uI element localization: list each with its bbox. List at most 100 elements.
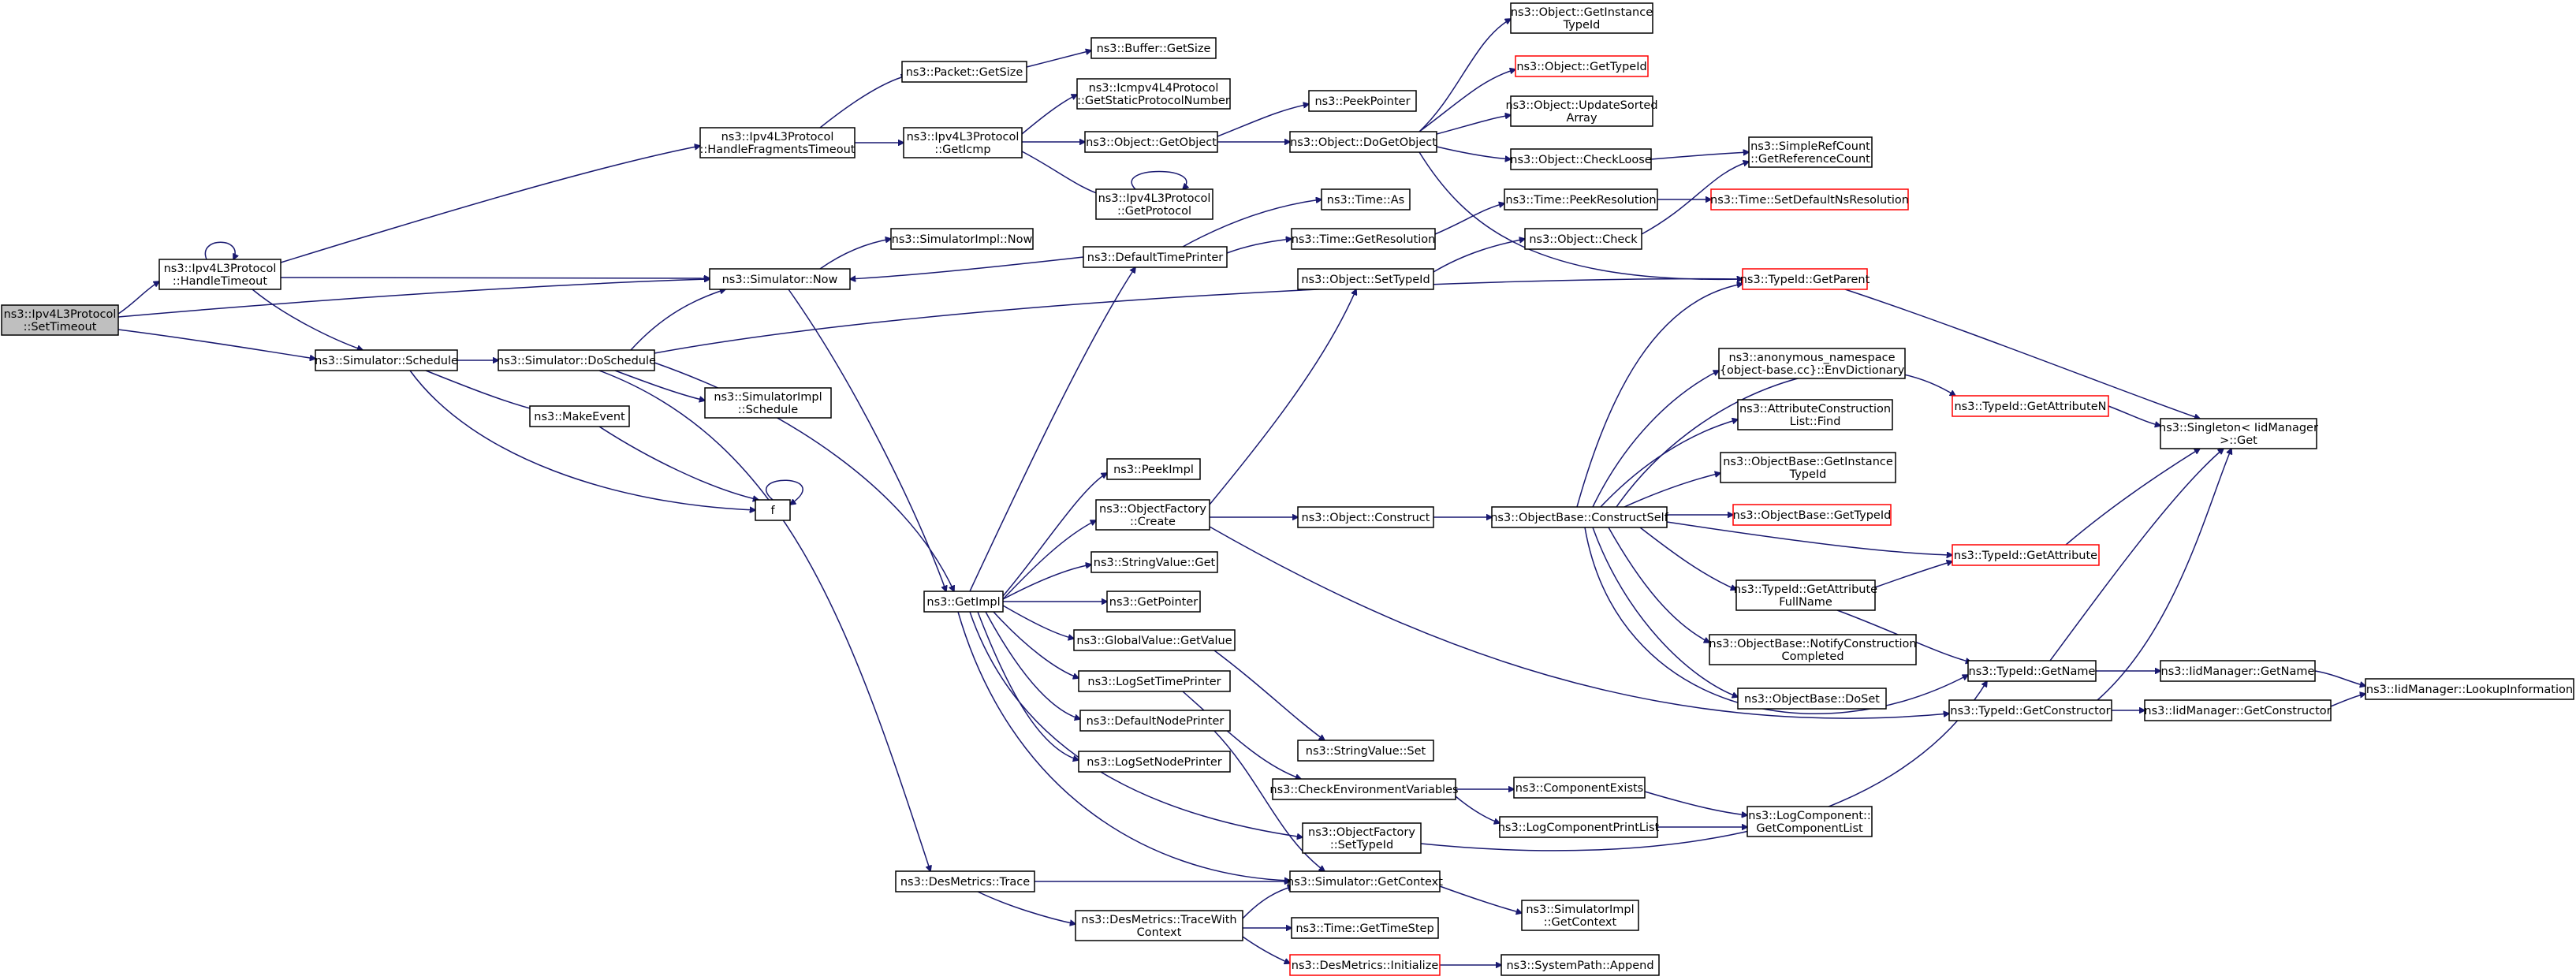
edge-arrow	[1641, 162, 1749, 235]
node-box	[1084, 131, 1218, 153]
node-componentExists[interactable]: ns3::ComponentExists	[1513, 777, 1646, 799]
node-checkLoose[interactable]: ns3::Object::CheckLoose	[1510, 148, 1652, 170]
node-label: ns3::Time::PeekResolution	[1505, 194, 1656, 207]
edge-arrow	[117, 281, 159, 315]
node-defaultNodePrinter[interactable]: ns3::DefaultNodePrinter	[1079, 710, 1231, 732]
node-objGetObject[interactable]: ns3::Object::GetObject	[1084, 131, 1218, 153]
node-objFactorySetTypeId[interactable]: ns3::ObjectFactory::SetTypeId	[1302, 822, 1422, 854]
node-logComponentPrintList[interactable]: ns3::LogComponentPrintList	[1498, 816, 1660, 838]
node-box	[1737, 399, 1893, 430]
edge-checkLoose-to-getRefCount	[1650, 152, 1749, 160]
node-label: ns3::GetImpl	[926, 596, 1000, 609]
node-setDefaultNsRes[interactable]: ns3::Time::SetDefaultNsResolution	[1710, 188, 1909, 211]
node-objCheck[interactable]: ns3::Object::Check	[1524, 228, 1642, 250]
node-getPointer[interactable]: ns3::GetPointer	[1106, 591, 1201, 613]
node-label: ns3::anonymous_namespace	[1728, 352, 1895, 364]
node-typeIdGetParent[interactable]: ns3::TypeId::GetParent	[1740, 268, 1870, 290]
edge-arrow	[977, 611, 1079, 760]
node-label: ns3::Ipv4L3Protocol	[907, 131, 1020, 143]
node-setTypeId[interactable]: ns3::Object::SetTypeId	[1297, 268, 1434, 290]
node-makeEvent[interactable]: ns3::MakeEvent	[529, 405, 630, 427]
node-box	[1952, 544, 2100, 566]
node-getProtocol[interactable]: ns3::Ipv4L3Protocol::GetProtocol	[1095, 188, 1213, 220]
edge-getImpl-to-objFactoryCreate	[1002, 520, 1096, 600]
node-typeIdGetName[interactable]: ns3::TypeId::GetName	[1967, 660, 2097, 682]
node-simNow[interactable]: ns3::Simulator::Now	[709, 268, 851, 290]
node-obGetTypeId[interactable]: ns3::ObjectBase::GetTypeId	[1732, 504, 1892, 526]
node-getTimeStep[interactable]: ns3::Time::GetTimeStep	[1291, 917, 1439, 939]
node-bufferGetSize[interactable]: ns3::Buffer::GetSize	[1090, 37, 1217, 59]
node-box	[1967, 660, 2097, 682]
node-getImpl[interactable]: ns3::GetImpl	[923, 591, 1004, 613]
node-label: ns3::Icmpv4L4Protocol	[1089, 82, 1219, 95]
edge-arrow	[1624, 473, 1720, 508]
node-typeIdGetConstructor[interactable]: ns3::TypeId::GetConstructor	[1948, 699, 2112, 721]
node-simSchedule[interactable]: ns3::Simulator::Schedule	[315, 349, 458, 371]
node-desMetricsInit[interactable]: ns3::DesMetrics::Initialize	[1289, 954, 1441, 976]
node-simImplGetContext[interactable]: ns3::SimulatorImpl::GetContext	[1521, 900, 1639, 931]
node-doGetObject[interactable]: ns3::Object::DoGetObject	[1289, 131, 1437, 153]
node-objGetTypeId[interactable]: ns3::Object::GetTypeId	[1515, 55, 1649, 77]
node-simDoSchedule[interactable]: ns3::Simulator::DoSchedule	[497, 349, 656, 371]
node-stringValueSet[interactable]: ns3::StringValue::Set	[1297, 740, 1434, 762]
edge-arrow	[1434, 203, 1504, 235]
node-peekResolution[interactable]: ns3::Time::PeekResolution	[1504, 188, 1658, 211]
node-envDictionary[interactable]: ns3::anonymous_namespace{object-base.cc}…	[1718, 348, 1906, 379]
node-box	[315, 349, 458, 371]
node-iidGetConstructor[interactable]: ns3::IidManager::GetConstructor	[2144, 699, 2332, 721]
node-checkEnvVars[interactable]: ns3::CheckEnvironmentVariables	[1269, 778, 1459, 800]
node-peekImpl[interactable]: ns3::PeekImpl	[1106, 458, 1201, 480]
node-box	[1073, 629, 1236, 651]
node-label: ns3::DesMetrics::TraceWith	[1081, 914, 1236, 926]
node-systemPathAppend[interactable]: ns3::SystemPath::Append	[1500, 954, 1660, 976]
node-stringValueGet[interactable]: ns3::StringValue::Get	[1090, 551, 1218, 573]
node-simGetContext[interactable]: ns3::Simulator::GetContext	[1287, 870, 1443, 892]
node-objConstruct[interactable]: ns3::Object::Construct	[1297, 506, 1434, 528]
node-obDoSet[interactable]: ns3::ObjectBase::DoSet	[1737, 687, 1887, 710]
node-handleFragTimeout[interactable]: ns3::Ipv4L3Protocol::HandleFragmentsTime…	[699, 127, 856, 158]
edge-arrow	[850, 256, 1084, 279]
node-constructSelf[interactable]: ns3::ObjectBase::ConstructSelf	[1490, 506, 1669, 528]
node-timeAs[interactable]: ns3::Time::As	[1321, 188, 1411, 211]
node-singletonGet[interactable]: ns3::Singleton< IidManager>::Get	[2159, 418, 2318, 449]
node-handleTimeout[interactable]: ns3::Ipv4L3Protocol::HandleTimeout	[158, 259, 281, 290]
node-label: ns3::Object::GetInstance	[1511, 6, 1653, 19]
edge-iidGetName-to-lookupInfo	[2314, 670, 2365, 686]
node-simImplSchedule[interactable]: ns3::SimulatorImpl::Schedule	[704, 387, 832, 419]
edge-setTimeout-to-simNow	[117, 279, 710, 318]
node-getComponentList[interactable]: ns3::LogComponent::GetComponentList	[1747, 806, 1873, 837]
node-icmpProtoNum[interactable]: ns3::Icmpv4L4Protocol::GetStaticProtocol…	[1076, 78, 1231, 110]
node-getRefCount[interactable]: ns3::SimpleRefCount::GetReferenceCount	[1748, 136, 1873, 168]
node-iidGetName[interactable]: ns3::IidManager::GetName	[2160, 660, 2316, 682]
node-globalValueGet[interactable]: ns3::GlobalValue::GetValue	[1073, 629, 1236, 651]
node-label: ns3::GetPointer	[1109, 596, 1199, 609]
node-simImplNow[interactable]: ns3::SimulatorImpl::Now	[890, 228, 1034, 250]
node-getAttributeN[interactable]: ns3::TypeId::GetAttributeN	[1952, 395, 2109, 417]
node-packetGetSize[interactable]: ns3::Packet::GetSize	[901, 61, 1027, 83]
node-getIcmp[interactable]: ns3::Ipv4L3Protocol::GetIcmp	[903, 127, 1023, 158]
node-box	[901, 61, 1027, 83]
edge-iidGetConstructor-to-lookupInfo	[2330, 694, 2365, 707]
node-box	[1078, 670, 1231, 692]
node-objFactoryCreate[interactable]: ns3::ObjectFactory::Create	[1095, 499, 1210, 531]
node-getResolution[interactable]: ns3::Time::GetResolution	[1291, 228, 1436, 250]
node-f[interactable]: f	[755, 499, 791, 521]
node-defaultTimePrinter[interactable]: ns3::DefaultTimePrinter	[1083, 246, 1228, 268]
node-desMetricsTrace[interactable]: ns3::DesMetrics::Trace	[895, 870, 1035, 892]
node-notifyConstruction[interactable]: ns3::ObjectBase::NotifyConstructionCompl…	[1709, 634, 1917, 665]
node-setTimeout[interactable]: ns3::Ipv4L3Protocol::SetTimeout	[1, 304, 119, 336]
node-lookupInfo[interactable]: ns3::IidManager::LookupInformation	[2365, 678, 2574, 700]
edge-arrow	[1576, 284, 1743, 508]
node-typeIdGetAttribute[interactable]: ns3::TypeId::GetAttribute	[1952, 544, 2100, 566]
node-peekPointer[interactable]: ns3::PeekPointer	[1308, 90, 1417, 112]
edge-simDoSchedule-to-typeIdGetParent	[654, 279, 1743, 354]
edge-constructSelf-to-envDictionary	[1592, 371, 1719, 508]
node-logSetTimePrinter[interactable]: ns3::LogSetTimePrinter	[1078, 670, 1231, 692]
node-logSetNodePrinter[interactable]: ns3::LogSetNodePrinter	[1078, 751, 1231, 773]
